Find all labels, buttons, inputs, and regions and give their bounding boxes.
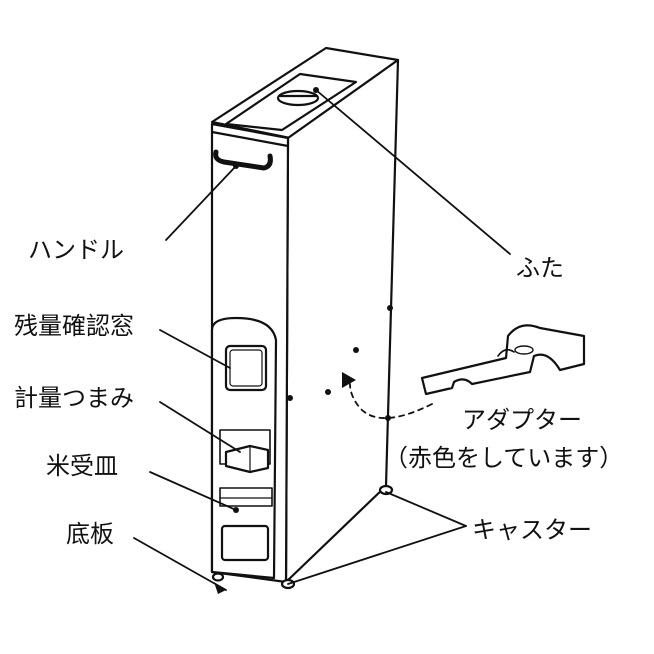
label-adapter-note: （赤色をしています） [384, 444, 623, 472]
bottom-plate-arrow-head [214, 582, 226, 594]
remaining-window-inner [229, 349, 263, 387]
screw-dot [385, 415, 391, 421]
leader-rice-tray [149, 471, 237, 511]
label-lid: ふた [516, 254, 564, 282]
rice-tray-bay [219, 487, 273, 507]
lid-opening [276, 89, 320, 107]
adapter-part [420, 324, 586, 396]
label-handle: ハンドル [28, 236, 124, 264]
label-casters: キャスター [472, 516, 592, 544]
screw-dot [353, 347, 359, 353]
leader-handle [165, 165, 237, 241]
leader-remaining-window [159, 329, 231, 369]
leader-caster-2 [287, 525, 467, 585]
adapter-ring [514, 345, 534, 355]
bottom-plate [220, 524, 270, 562]
leader-measure-knob [159, 401, 241, 453]
label-measure-knob: 計量つまみ [14, 384, 134, 412]
screw-dot [325, 389, 331, 395]
front-top-edge [210, 130, 290, 148]
leader-caster-1 [385, 491, 467, 527]
label-rice-tray: 米受皿 [46, 452, 118, 480]
caster-front-left [211, 572, 225, 582]
label-bottom-plate: 底板 [66, 520, 114, 548]
adapter-arrow-head [342, 372, 356, 388]
label-remaining-window: 残量確認窓 [14, 312, 134, 340]
leader-bottom-plate [133, 537, 227, 591]
handle-icon [213, 149, 273, 171]
screw-dot [387, 305, 393, 311]
screw-dot [287, 395, 293, 401]
caster-back-right [378, 484, 394, 496]
leader-lid [315, 89, 511, 255]
measure-knob [224, 444, 270, 474]
label-adapter: アダプター [462, 406, 582, 434]
adapter-dashed-arrow [349, 383, 433, 419]
adapter-cutout [497, 348, 515, 357]
cabinet-side-panel [284, 58, 400, 584]
